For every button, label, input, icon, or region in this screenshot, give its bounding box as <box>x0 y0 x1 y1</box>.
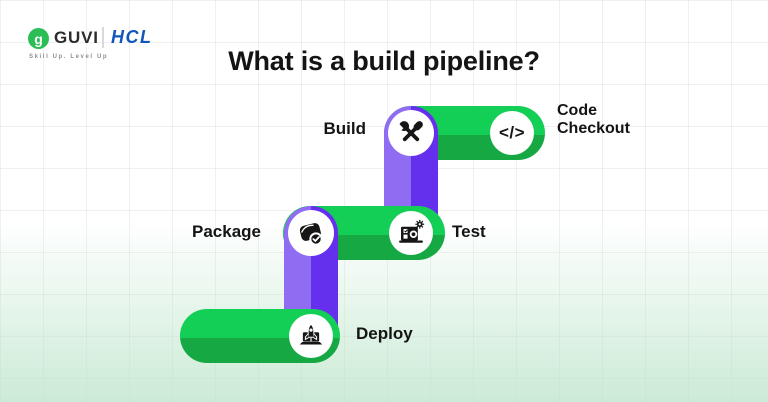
package-node <box>288 210 334 256</box>
deploy-node <box>289 314 333 358</box>
stage-label-deploy: Deploy <box>356 324 413 343</box>
rocket-laptop-icon <box>296 321 326 351</box>
test-node <box>389 211 433 255</box>
brand-tagline: Skill Up. Level Up <box>29 54 109 60</box>
hcl-logo-text: HCL <box>111 27 153 47</box>
guvi-brand-text: GUVI <box>54 28 99 47</box>
test-machine-icon <box>396 218 426 248</box>
code-checkout-node: </> <box>490 111 534 155</box>
build-node <box>388 110 434 156</box>
guvi-logo-icon: g <box>28 28 49 49</box>
stage-label-test: Test <box>452 222 486 241</box>
brand-separator <box>102 27 104 48</box>
page-title: What is a build pipeline? <box>228 46 540 76</box>
code-brackets-icon: </> <box>498 123 526 142</box>
stage-label-code-checkout: Code Checkout <box>557 102 630 137</box>
package-box-icon <box>295 217 327 249</box>
stage-label-package: Package <box>192 222 261 241</box>
stage-label-code-line2: Checkout <box>557 119 630 137</box>
stage-label-code-line1: Code <box>557 102 597 119</box>
stage-label-build: Build <box>323 119 367 138</box>
crossed-tools-icon <box>396 118 426 148</box>
